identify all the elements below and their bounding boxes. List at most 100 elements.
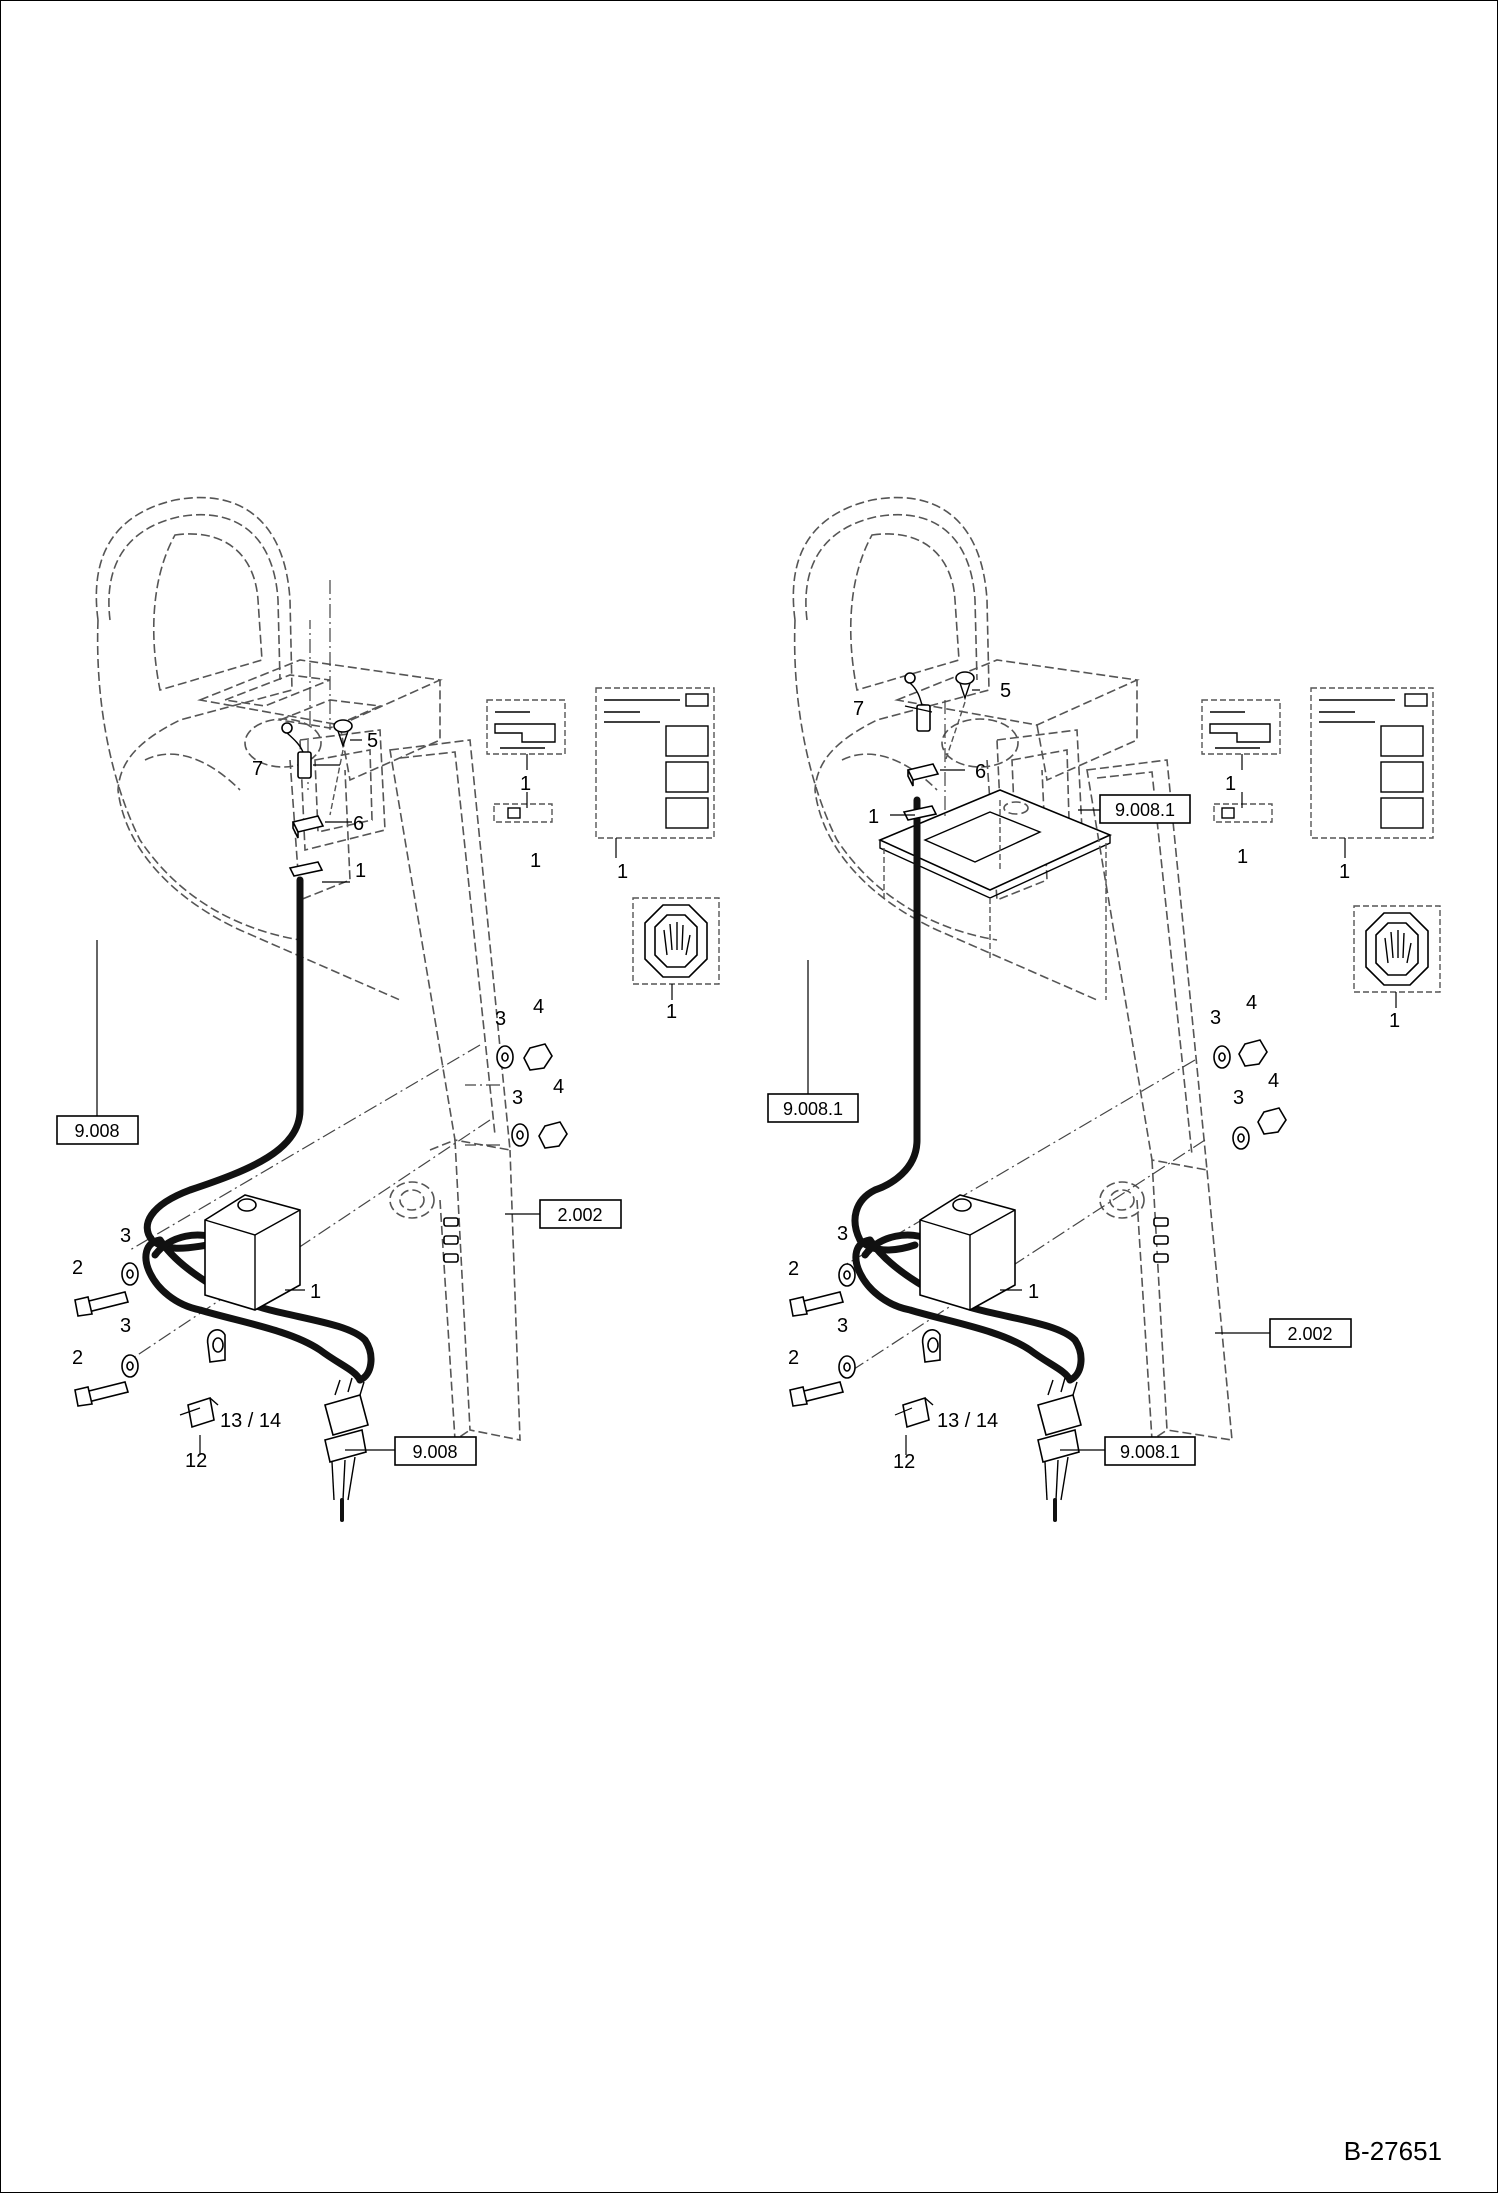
left-callout-washer-upper-b: 3 — [512, 1087, 523, 1109]
right-decal-small — [1201, 699, 1281, 755]
right-plate-ref: 9.008.1 — [1115, 800, 1175, 820]
drawing-number: B-27651 — [1344, 2136, 1442, 2166]
right-callout-washer-upper-a: 3 — [1210, 1007, 1221, 1029]
right-relay — [902, 1396, 934, 1429]
left-plug — [333, 719, 353, 749]
left-callout-nut-upper-a: 4 — [533, 996, 544, 1018]
right-nut-upper-a — [1238, 1039, 1268, 1067]
right-cable-harness — [851, 796, 1085, 1384]
left-harness-ref-box: 9.008 — [394, 1436, 477, 1466]
left-nut-upper-a — [523, 1043, 553, 1071]
left-callout-relay: 12 — [185, 1450, 207, 1472]
left-harness-ref: 9.008 — [412, 1442, 457, 1462]
right-column-studs — [1153, 1217, 1169, 1263]
left-switch — [291, 815, 325, 839]
right-callout-key: 7 — [853, 698, 864, 720]
left-plug-line — [329, 749, 344, 816]
left-callout-bracket: 1 — [355, 860, 366, 882]
left-column-ref: 2.002 — [557, 1205, 602, 1225]
left-cable-clip — [206, 1329, 226, 1363]
left-view: 7 5 6 1 1 1 1 1 3 4 3 4 2 3 2 3 1 13 / 1… — [56, 496, 720, 1522]
right-callout-washer-upper-b: 3 — [1233, 1087, 1244, 1109]
right-callout-bracket: 1 — [868, 806, 879, 828]
left-callouts: 7 5 6 1 1 1 1 1 3 4 3 4 2 3 2 3 1 13 / 1… — [72, 730, 677, 1472]
right-callout-decal-small: 1 — [1225, 773, 1236, 795]
left-frame-ref-box: 9.008 — [56, 1115, 139, 1145]
right-mating-plug — [1037, 1429, 1080, 1522]
right-callout-connector: 13 / 14 — [937, 1410, 998, 1432]
right-callout-decal-hand: 1 — [1389, 1010, 1400, 1032]
right-bolt-b — [789, 1381, 845, 1407]
left-decal-large — [595, 687, 715, 839]
left-callout-bolt-b: 2 — [72, 1347, 83, 1369]
left-seat-shell — [95, 496, 401, 1001]
left-callout-washer-upper-a: 3 — [495, 1008, 506, 1030]
left-column-ref-box: 2.002 — [539, 1199, 622, 1229]
left-bracket — [288, 861, 324, 877]
left-bolt-b — [74, 1381, 130, 1407]
right-mounting-plate — [877, 789, 1113, 1000]
left-relay — [187, 1396, 219, 1429]
right-callout-washer-a: 3 — [837, 1223, 848, 1245]
right-cable-clip — [921, 1329, 941, 1363]
right-plug — [955, 671, 975, 701]
left-cable-harness — [142, 876, 375, 1384]
right-callout-plug: 5 — [1000, 680, 1011, 702]
left-callout-washer-a: 3 — [120, 1225, 131, 1247]
left-decal-strip — [493, 803, 553, 823]
right-nut-upper-b — [1257, 1107, 1287, 1135]
right-bracket — [902, 805, 938, 821]
right-plug-line — [944, 701, 966, 763]
left-control-module — [204, 1194, 301, 1311]
right-key — [904, 672, 931, 732]
right-bolt-a — [789, 1291, 845, 1317]
left-callout-washer-b: 3 — [120, 1315, 131, 1337]
right-callouts: 7 5 6 1 1 1 1 1 3 4 3 4 2 3 2 3 1 13 / 1… — [788, 680, 1400, 1473]
right-plate-ref-box: 9.008.1 — [1099, 794, 1191, 824]
right-callout-nut-upper-b: 4 — [1268, 1070, 1279, 1092]
right-leaders — [807, 689, 1397, 1455]
right-decal-hand — [1353, 905, 1441, 993]
right-callout-module: 1 — [1028, 1281, 1039, 1303]
right-callout-washer-b: 3 — [837, 1315, 848, 1337]
right-callout-nut-upper-a: 4 — [1246, 992, 1257, 1014]
left-frame-ref: 9.008 — [74, 1121, 119, 1141]
left-decal-small — [486, 699, 566, 755]
left-decal-hand — [632, 897, 720, 985]
right-column-ref-box: 2.002 — [1269, 1318, 1352, 1348]
right-view: 7 5 6 1 1 1 1 1 3 4 3 4 2 3 2 3 1 13 / 1… — [767, 496, 1441, 1522]
right-connector — [1037, 1377, 1082, 1436]
left-column — [389, 739, 521, 1442]
left-callout-decal-hand: 1 — [666, 1001, 677, 1023]
left-bolt-a — [74, 1291, 130, 1317]
left-mating-plug — [324, 1429, 367, 1522]
right-column-ref: 2.002 — [1287, 1324, 1332, 1344]
left-leaders — [96, 739, 673, 1455]
right-decal-large — [1310, 687, 1434, 839]
right-centerlines — [844, 700, 1206, 1376]
right-frame-ref-box: 9.008.1 — [767, 1093, 859, 1123]
left-centerlines — [129, 580, 500, 1361]
left-callout-module: 1 — [310, 1281, 321, 1303]
left-callout-nut-upper-b: 4 — [553, 1076, 564, 1098]
left-callout-decal-large: 1 — [617, 861, 628, 883]
right-frame-ref: 9.008.1 — [783, 1099, 843, 1119]
left-callout-decal-strip: 1 — [530, 850, 541, 872]
left-callout-decal-small: 1 — [520, 773, 531, 795]
right-harness-ref-box: 9.008.1 — [1104, 1436, 1196, 1466]
left-callout-plug: 5 — [367, 730, 378, 752]
left-connector — [324, 1377, 369, 1436]
left-callout-switch: 6 — [353, 813, 364, 835]
right-callout-switch: 6 — [975, 761, 986, 783]
right-seat-shell — [792, 496, 1098, 1001]
left-callout-bolt-a: 2 — [72, 1257, 83, 1279]
right-column — [1086, 759, 1233, 1442]
left-callout-connector: 13 / 14 — [220, 1410, 281, 1432]
left-key — [281, 722, 312, 779]
right-harness-ref: 9.008.1 — [1120, 1442, 1180, 1462]
right-callout-bolt-b: 2 — [788, 1347, 799, 1369]
right-callout-relay: 12 — [893, 1451, 915, 1473]
left-callout-key: 7 — [252, 758, 263, 780]
right-callout-decal-large: 1 — [1339, 861, 1350, 883]
